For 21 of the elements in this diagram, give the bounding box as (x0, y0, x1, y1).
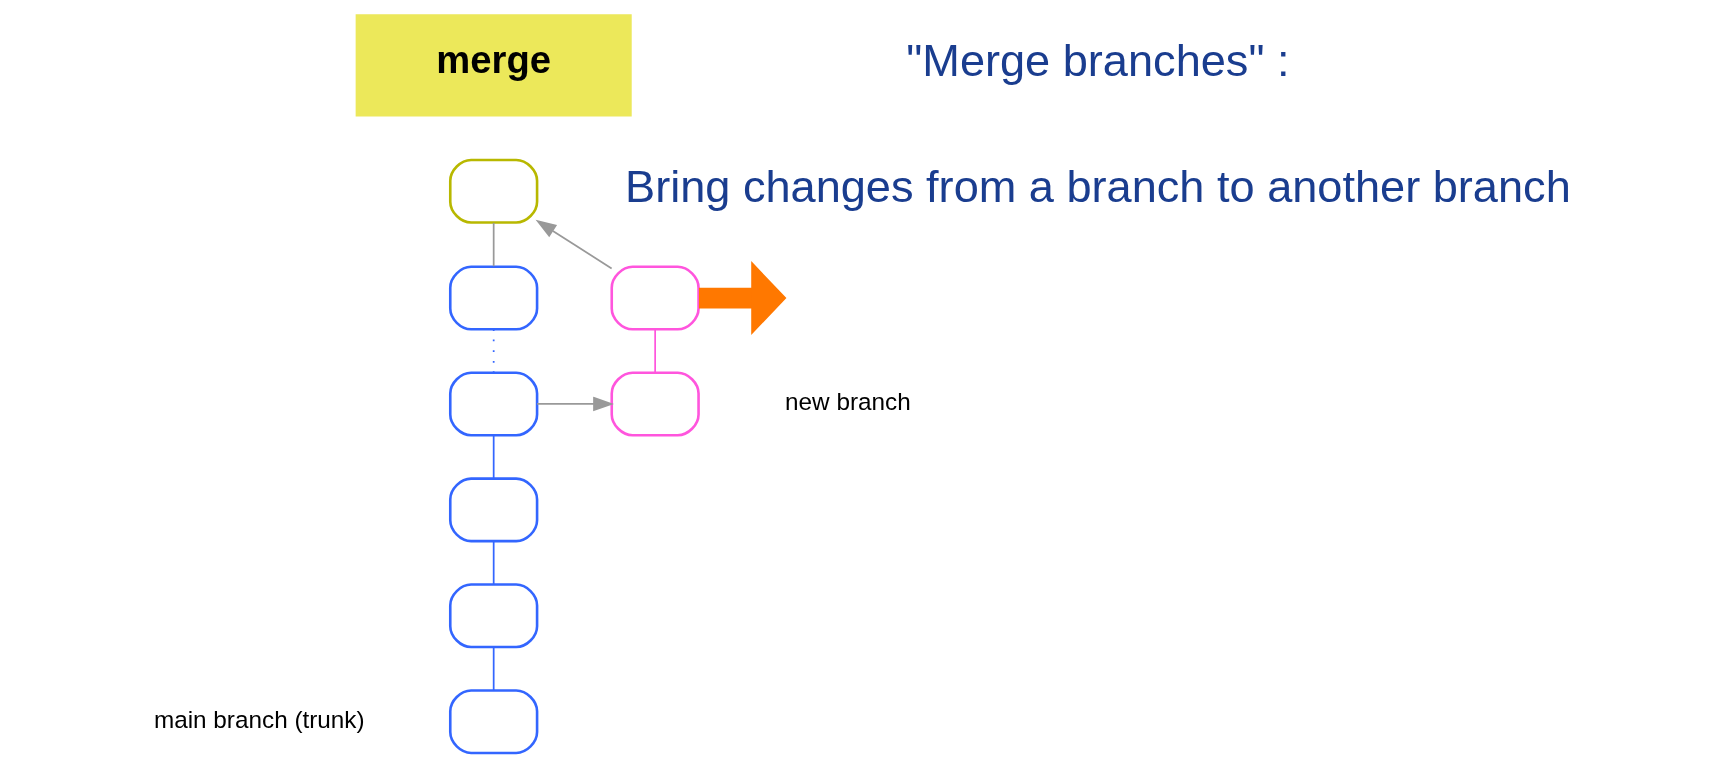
label: "Merge branches" : (905, 35, 1289, 87)
arrow (698, 261, 786, 336)
arrow (535, 396, 614, 412)
node-box (448, 371, 538, 437)
node-box (448, 689, 538, 755)
label: main branch (trunk) (153, 706, 365, 734)
node-box (609, 265, 700, 331)
connector (492, 540, 495, 585)
node-box: merge (355, 14, 632, 117)
connector (653, 328, 656, 374)
node-box (609, 371, 700, 437)
connector (492, 646, 495, 691)
connector (492, 434, 495, 480)
label: new branch (784, 388, 911, 416)
label: Bring changes from a branch to another branch (624, 161, 1571, 213)
connector (492, 222, 495, 267)
node-box (448, 158, 538, 224)
arrow (535, 219, 612, 270)
node-box (448, 265, 538, 331)
node-box (448, 583, 538, 649)
node-box (448, 477, 538, 543)
